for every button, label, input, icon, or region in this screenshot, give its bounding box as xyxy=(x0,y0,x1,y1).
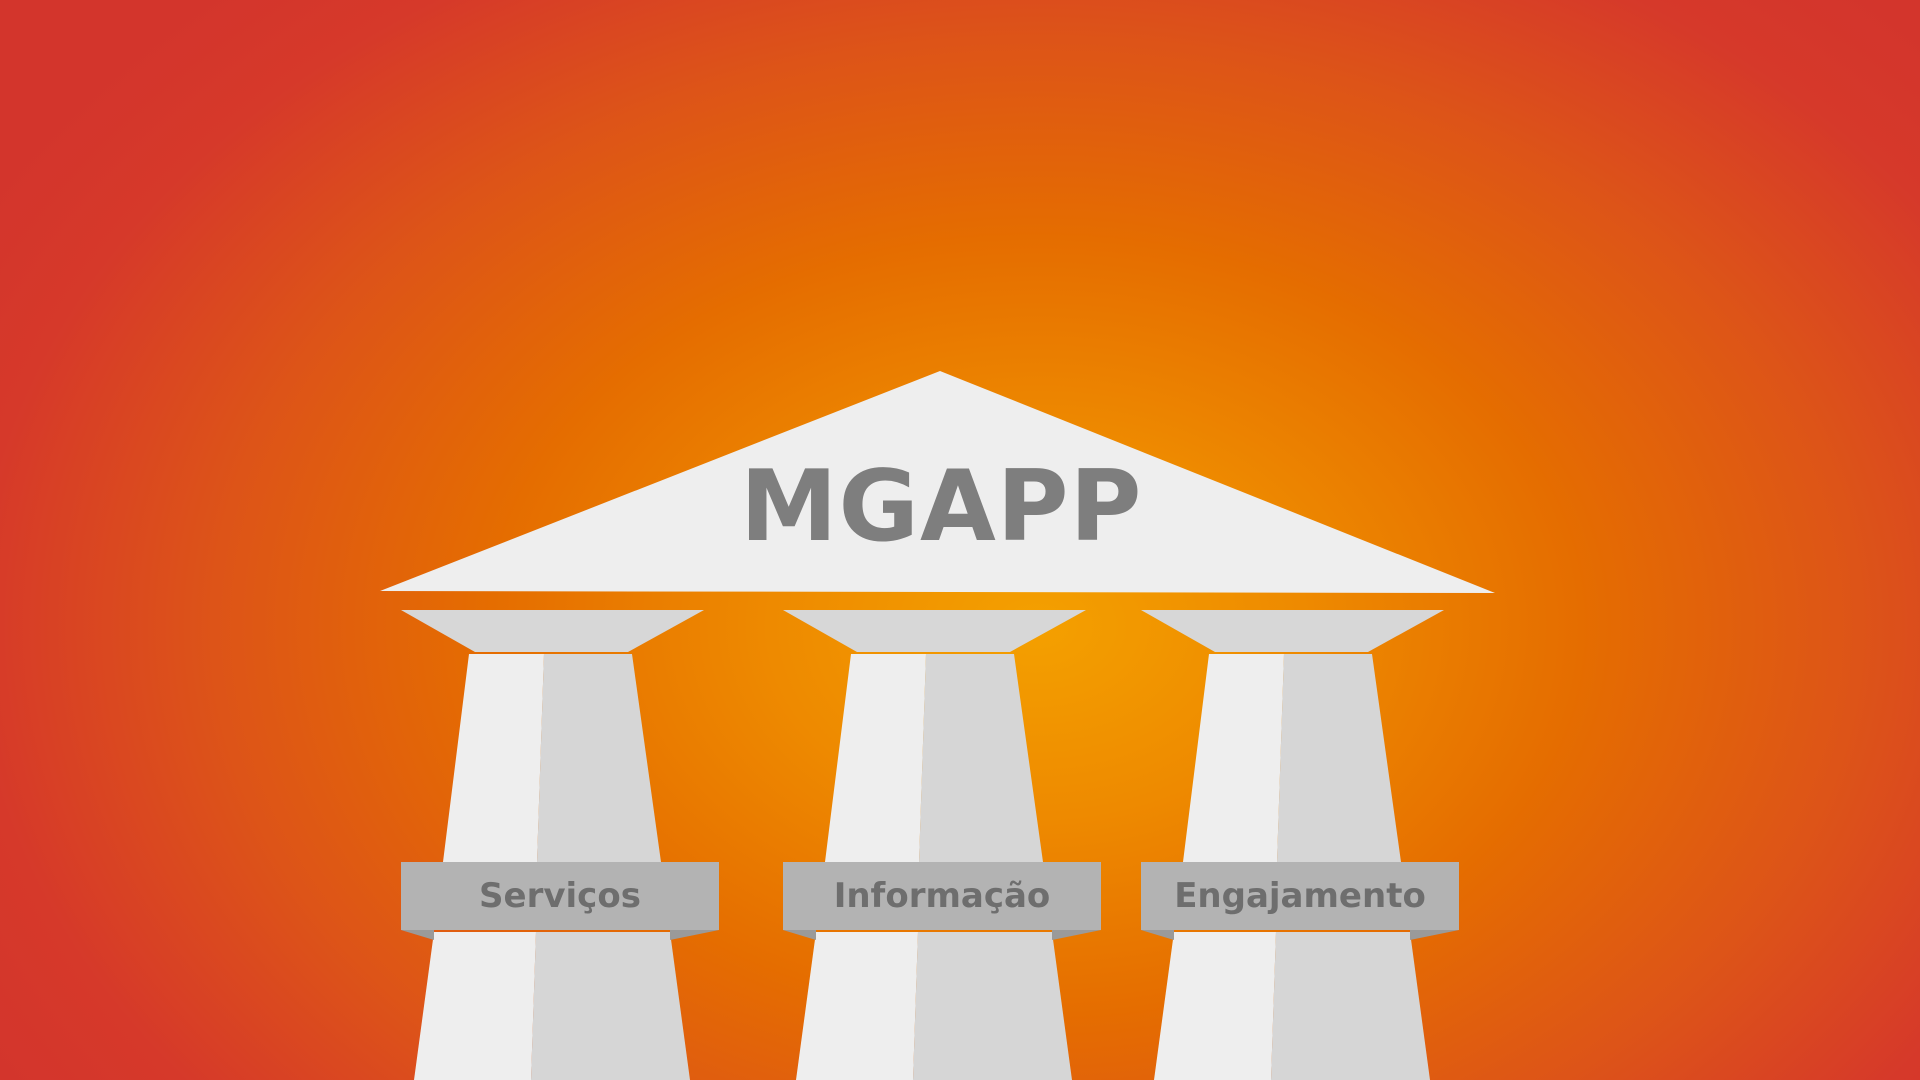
pillar-2-shaft-upper-shade xyxy=(919,654,1043,862)
pillar-1-shaft-lower-light xyxy=(414,932,536,1080)
pillar-2 xyxy=(783,610,1101,1080)
pillar-2-band-fold-right xyxy=(1052,930,1101,940)
roof-pediment xyxy=(380,371,1495,593)
pillar-3-capital xyxy=(1141,610,1444,652)
pillar-2-shaft-lower-light xyxy=(796,932,918,1080)
pillar-3-shaft-lower-light xyxy=(1154,932,1276,1080)
pillar-2-shaft-lower-shade xyxy=(913,932,1072,1080)
pillar-1-capital xyxy=(401,610,704,652)
pillar-3-band-fold-right xyxy=(1410,930,1459,940)
pillar-2-label: Informação xyxy=(833,876,1051,916)
pillar-3-band-fold-left xyxy=(1141,930,1174,940)
pillar-1-shaft-upper-light xyxy=(443,654,544,862)
pillar-2-band xyxy=(783,862,1101,930)
pillar-3 xyxy=(1141,610,1459,1080)
pillar-2-band-fold-left xyxy=(783,930,816,940)
pillar-3-shaft-lower-shade xyxy=(1271,932,1430,1080)
pillar-3-label: Engajamento xyxy=(1174,876,1426,916)
pillar-3-shaft-upper-light xyxy=(1183,654,1284,862)
pillar-1-shaft-upper-shade xyxy=(537,654,661,862)
pillar-1-label: Serviços xyxy=(479,876,641,916)
roof-title: MGAPP xyxy=(740,450,1143,564)
pillar-2-capital xyxy=(783,610,1086,652)
pillar-2-shaft-upper-light xyxy=(825,654,926,862)
pillar-1-band xyxy=(401,862,719,930)
pillar-1-band-fold-right xyxy=(670,930,719,940)
pillar-1-band-fold-left xyxy=(401,930,434,940)
pillar-1 xyxy=(401,610,719,1080)
pillar-3-band xyxy=(1141,862,1459,930)
pillar-1-shaft-lower-shade xyxy=(531,932,690,1080)
pillar-3-shaft-upper-shade xyxy=(1277,654,1401,862)
